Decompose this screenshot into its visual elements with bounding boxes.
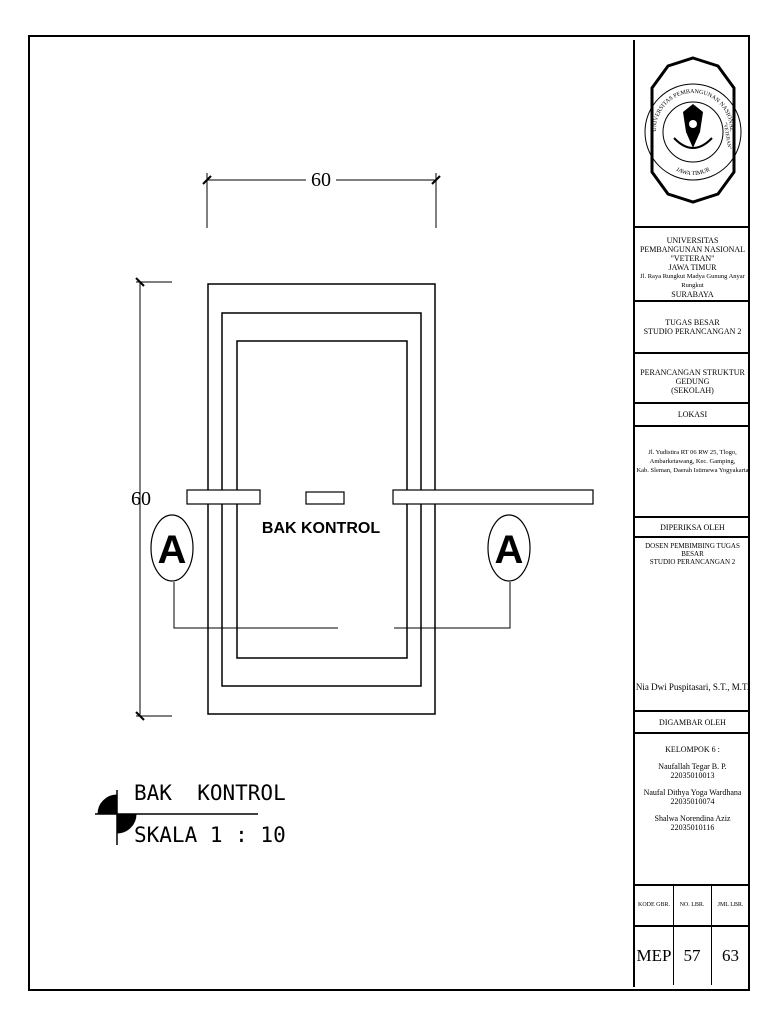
pipes [186, 489, 594, 505]
checked-header-cell: DIPERIKSA OLEH [635, 518, 750, 538]
project-line-2: (SEKOLAH) [671, 386, 714, 395]
checked-role-line-2: STUDIO PERANCANGAN 2 [649, 558, 736, 566]
dim-top-label: 60 [311, 169, 331, 191]
drawn-header: DIGAMBAR OLEH [659, 718, 726, 727]
code-value-kode: MEP [635, 927, 674, 985]
logo-ring-bottom: JAWA TIMUR [675, 167, 711, 177]
code-value-no: 57 [673, 927, 712, 985]
location-line-2: Ambarketawang, Kec. Gamping, [649, 458, 736, 465]
institution-cell: UNIVERSITAS PEMBANGUNAN NASIONAL "VETERA… [635, 228, 750, 302]
member-2-id: 22035010074 [670, 797, 715, 806]
institution-line-2: "VETERAN" [670, 254, 715, 263]
checked-role-line-1: DOSEN PEMBIMBING TUGAS BESAR [645, 542, 740, 558]
project-cell: PERANCANGAN STRUKTUR GEDUNG (SEKOLAH) [635, 354, 750, 404]
assignment-cell: TUGAS BESAR STUDIO PERANCANGAN 2 [635, 302, 750, 354]
institution-line-3: JAWA TIMUR [668, 263, 717, 272]
checked-cell: DOSEN PEMBIMBING TUGAS BESAR STUDIO PERA… [635, 538, 750, 712]
institution-line-5: SURABAYA [671, 290, 714, 299]
assignment-line-2: STUDIO PERANCANGAN 2 [643, 327, 742, 336]
assignment-line-1: TUGAS BESAR [665, 318, 720, 327]
code-value-jml: 63 [722, 946, 739, 965]
location-header-cell: LOKASI [635, 404, 750, 427]
title-block: UNIVERSITAS PEMBANGUNAN NASIONAL JAWA TI… [633, 40, 750, 987]
location-line-1: Jl. Yudistira RT 06 RW 25, Tlogo, [648, 449, 737, 456]
section-marker-right-label: A [495, 528, 524, 572]
group-label: KELOMPOK 6 : [665, 745, 720, 754]
logo-ring-right: "VETERAN" [722, 122, 732, 150]
dim-left-label: 60 [131, 488, 151, 510]
code-label-jml: JML LBR. [717, 902, 744, 908]
legend-title: BAK KONTROL [134, 781, 286, 805]
location-cell: Jl. Yudistira RT 06 RW 25, Tlogo, Ambark… [635, 427, 750, 518]
plan-label: BAK KONTROL [262, 520, 380, 537]
section-cut-line [173, 582, 511, 629]
drawing-sheet-border [28, 35, 750, 991]
drawn-header-cell: DIGAMBAR OLEH [635, 712, 750, 734]
member-1-name: Naufallah Tegar B. P. [658, 762, 727, 771]
code-labels-row: KODE GBR. NO. LBR. JML LBR. [635, 886, 750, 927]
checked-header: DIPERIKSA OLEH [660, 523, 725, 532]
section-marker-left: A [150, 514, 194, 582]
institution-line-1: UNIVERSITAS PEMBANGUNAN NASIONAL [639, 236, 746, 254]
checked-name: Nia Dwi Puspitasari, S.T., M.T. [635, 682, 750, 692]
code-label-no: NO. LBR. [673, 886, 712, 925]
project-line-1: PERANCANGAN STRUKTUR GEDUNG [640, 368, 745, 386]
code-label-kode: KODE GBR. [635, 886, 674, 925]
university-logo: UNIVERSITAS PEMBANGUNAN NASIONAL JAWA TI… [644, 56, 742, 204]
legend-symbol [95, 790, 258, 845]
left-dimension [135, 277, 172, 721]
member-1-id: 22035010013 [670, 771, 715, 780]
code-values-row: MEP 57 63 [635, 927, 750, 985]
location-line-3: Kab. Sleman, Daerah Istimewa Yogyakarta [636, 467, 749, 474]
institution-line-4: Jl. Raya Rungkut Madya Gunung Anyar Rung… [640, 273, 745, 289]
location-header: LOKASI [677, 410, 708, 419]
member-2-name: Naufal Dithya Yoga Wardhana [643, 788, 742, 797]
member-3-id: 22035010116 [670, 823, 715, 832]
legend-scale: SKALA 1 : 10 [134, 823, 286, 847]
section-marker-right: A [487, 514, 531, 582]
logo-cell: UNIVERSITAS PEMBANGUNAN NASIONAL JAWA TI… [635, 40, 750, 228]
svg-text:JAWA TIMUR: JAWA TIMUR [675, 167, 711, 177]
drawn-cell: KELOMPOK 6 : Naufallah Tegar B. P. 22035… [635, 734, 750, 886]
section-marker-left-label: A [158, 528, 187, 572]
member-3-name: Shalwa Norendina Aziz [654, 814, 731, 823]
